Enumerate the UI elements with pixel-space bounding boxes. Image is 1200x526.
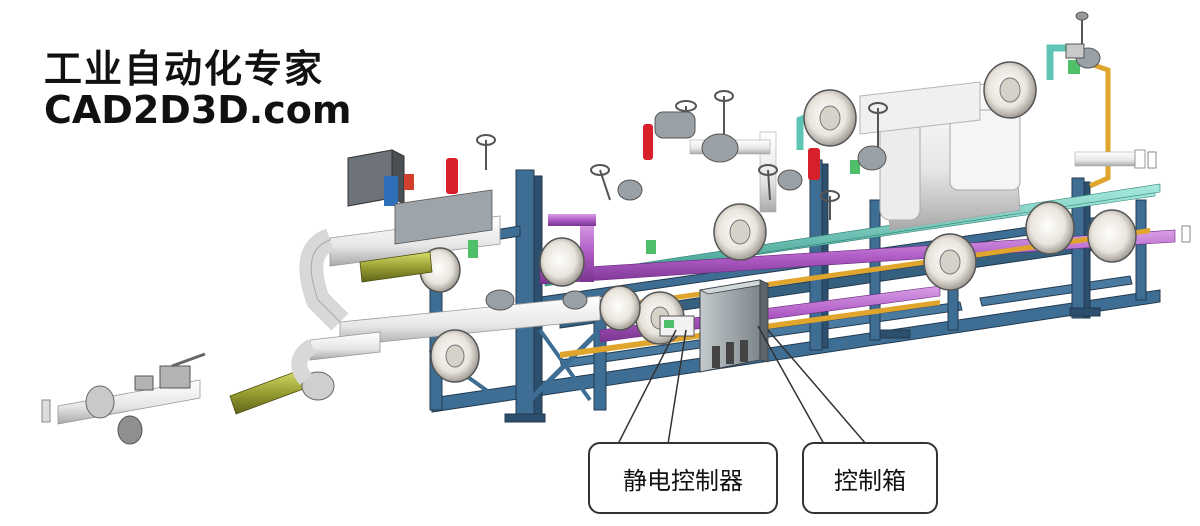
control-cabinet xyxy=(698,279,770,373)
watermark-url: CAD2D3D.com xyxy=(44,88,352,132)
skid-frame xyxy=(428,159,1161,423)
inlet-assembly xyxy=(41,339,335,445)
perforated-plate xyxy=(394,189,493,245)
white-pipe-front xyxy=(309,331,381,361)
red-relief-valve xyxy=(446,158,458,194)
filter-cartridge-upper xyxy=(359,251,433,283)
callout-static-controller: 静电控制器 xyxy=(588,442,778,514)
yellow-riser xyxy=(1084,59,1111,189)
callout-control-box: 控制箱 xyxy=(802,442,938,514)
top-instruments xyxy=(1065,11,1191,243)
callout-leaders xyxy=(617,325,867,445)
rollers xyxy=(419,61,1137,383)
post xyxy=(515,169,535,421)
green-valve xyxy=(468,240,478,258)
static-controller xyxy=(659,315,695,337)
watermark-title: 工业自动化专家 xyxy=(44,47,325,91)
leader-static-controller-a xyxy=(617,329,677,445)
leader-static-controller-b xyxy=(667,329,687,445)
leader-control-box-a xyxy=(757,325,825,445)
instrument-box xyxy=(347,149,493,245)
filter-cartridges xyxy=(229,251,433,415)
leader-control-box-b xyxy=(767,329,867,445)
